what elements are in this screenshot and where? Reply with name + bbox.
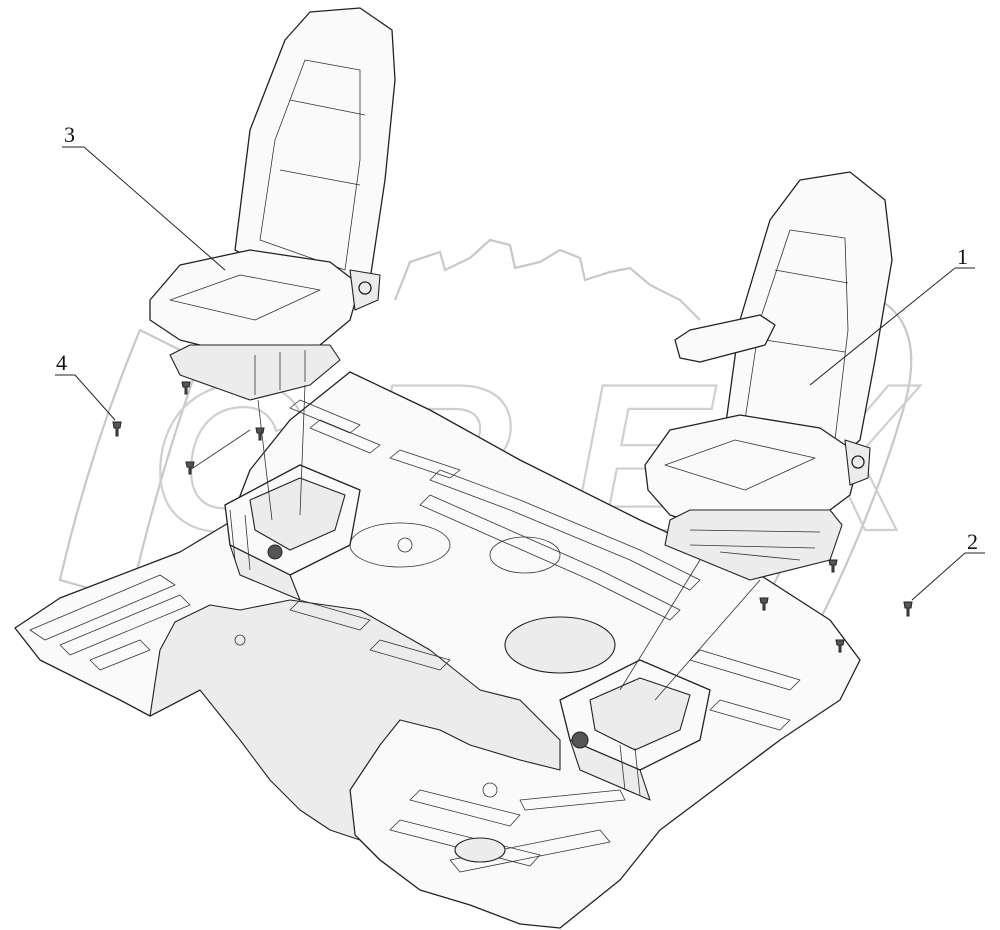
- floor-drain-hole-1: [397, 537, 413, 553]
- callout-2: 2: [911, 529, 985, 601]
- floor-round-plate-center: [504, 616, 616, 674]
- bolt-seat-right-b: [828, 559, 838, 573]
- assembly-guide-lines: [189, 384, 761, 701]
- seat-right-cushion-panel: [664, 439, 816, 491]
- right-riser-front-face: [569, 739, 651, 801]
- seat-right-armrest: [674, 314, 776, 363]
- callout-4-label: 4: [56, 350, 67, 375]
- floor-ribs: [29, 399, 801, 873]
- seat-right-recline-knob: [851, 455, 865, 469]
- seat-right-side-bracket: [844, 439, 871, 486]
- seat-left-assembly: [149, 7, 396, 401]
- engine-tunnel: [149, 599, 561, 861]
- watermark-gear-outline: [393, 238, 701, 321]
- left-riser-opening: [249, 477, 346, 551]
- callout-3: 3: [62, 122, 226, 271]
- floor-access-plate: [454, 837, 506, 863]
- left-riser-bolt-hole: [267, 544, 283, 560]
- callout-4: 4: [55, 350, 116, 421]
- callout-1: 1: [809, 244, 975, 386]
- bolt-seat-left-b: [185, 461, 195, 475]
- seat-left-cushion: [149, 249, 361, 356]
- seat-left-backrest-panel: [259, 59, 361, 271]
- floor-drain-hole-2: [234, 634, 246, 646]
- fasteners: [112, 381, 913, 653]
- right-riser-bolt-hole: [571, 731, 589, 749]
- floor-drain-hole-3: [482, 782, 498, 798]
- callout-2-label: 2: [967, 529, 978, 554]
- bolt-item-2: [903, 601, 913, 617]
- right-seat-riser-box: [559, 659, 711, 801]
- bolt-item-4: [112, 421, 122, 437]
- callout-1-label: 1: [957, 244, 968, 269]
- seat-left-recline-knob: [358, 281, 372, 295]
- right-riser-opening: [589, 677, 691, 751]
- left-riser-front-face: [229, 544, 301, 601]
- seat-left-side-bracket: [349, 269, 381, 311]
- seat-right-assembly: [644, 171, 893, 581]
- seat-right-cushion: [644, 414, 861, 536]
- bolt-seat-right-c: [835, 639, 845, 653]
- seat-right-suspension-base: [664, 509, 843, 581]
- cab-floor-panel: [14, 371, 861, 929]
- callouts: 1 2 3 4: [55, 122, 985, 601]
- seat-left-cushion-panel: [169, 274, 321, 321]
- floor-oval-opening: [489, 536, 561, 574]
- bolt-seat-right-a: [759, 597, 769, 611]
- left-seat-riser-box: [224, 464, 361, 601]
- bolt-seat-left-a: [181, 381, 191, 395]
- callout-3-label: 3: [64, 122, 75, 147]
